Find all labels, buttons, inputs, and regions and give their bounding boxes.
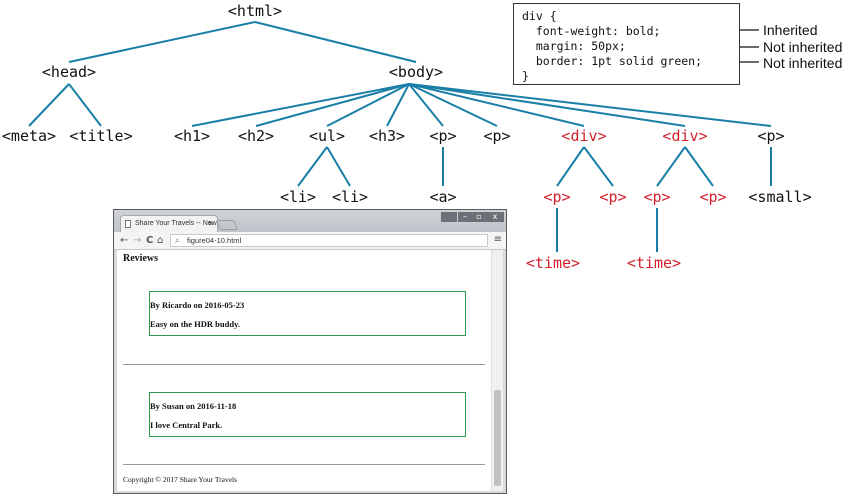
tree-edge: [408, 83, 585, 127]
code-line: font-weight: bold;: [522, 24, 661, 38]
node-li: <li>: [332, 188, 368, 206]
node-p: <p>: [599, 188, 626, 206]
review-box: By Susan on 2016-11-18 I love Central Pa…: [149, 392, 466, 437]
tree-edge: [297, 146, 328, 187]
tree-edge: [408, 83, 498, 127]
node-meta: <meta>: [2, 127, 56, 145]
browser-tab[interactable]: Share Your Travels -- New ×: [120, 215, 218, 232]
node-ul: <ul>: [309, 127, 345, 145]
node-p: <p>: [483, 127, 510, 145]
browser-toolbar: ← → C ⌂ ⌕ figure04-10.html ≡: [114, 232, 506, 250]
tree-edge: [583, 146, 614, 187]
page-icon: [125, 220, 131, 228]
tree-edge: [408, 83, 772, 127]
node-title: <title>: [69, 127, 132, 145]
tree-edge: [68, 83, 102, 127]
node-body: <body>: [389, 63, 443, 81]
node-div: <div>: [662, 127, 707, 145]
back-icon[interactable]: ←: [120, 235, 129, 246]
reload-icon[interactable]: C: [146, 235, 154, 246]
review-text: Easy on the HDR buddy.: [150, 319, 240, 329]
new-tab-button[interactable]: [216, 220, 238, 230]
browser-window: Share Your Travels -- New × – ▫ x ← → C …: [113, 209, 507, 494]
node-h3: <h3>: [369, 127, 405, 145]
address-text: figure04-10.html: [187, 236, 242, 245]
code-line: border: 1pt solid green;: [522, 54, 703, 68]
maximize-icon[interactable]: ▫: [472, 212, 486, 222]
code-line: div {: [522, 9, 557, 23]
css-code-box: div { font-weight: bold; margin: 50px; b…: [513, 3, 740, 85]
tree-edges: [28, 21, 772, 252]
divider: [123, 464, 485, 465]
tree-edge: [656, 146, 686, 187]
browser-titlebar: Share Your Travels -- New × – ▫ x: [114, 210, 506, 232]
node-div: <div>: [561, 127, 606, 145]
tree-edge: [68, 21, 256, 63]
node-p: <p>: [429, 127, 456, 145]
scrollbar-thumb[interactable]: [494, 390, 501, 486]
node-h1: <h1>: [174, 127, 210, 145]
address-bar[interactable]: ⌕ figure04-10.html: [170, 234, 488, 247]
tree-edge: [408, 83, 444, 127]
node-li: <li>: [280, 188, 316, 206]
annotation-not-inherited: Not inherited: [763, 39, 843, 55]
node-h2: <h2>: [238, 127, 274, 145]
close-window-icon[interactable]: x: [486, 212, 504, 222]
node-a: <a>: [429, 188, 456, 206]
node-p: <p>: [699, 188, 726, 206]
code-line: }: [522, 69, 529, 83]
user-icon[interactable]: [441, 212, 457, 222]
tree-edge: [326, 146, 351, 187]
node-time: <time>: [627, 254, 681, 272]
tree-edge: [386, 83, 410, 127]
review-author: By Susan on 2016-11-18: [150, 401, 237, 411]
home-icon[interactable]: ⌂: [157, 235, 164, 246]
review-text: I love Central Park.: [150, 420, 223, 430]
page-heading: Reviews: [123, 253, 158, 264]
minimize-icon[interactable]: –: [458, 212, 472, 222]
tree-edge: [191, 83, 410, 127]
menu-icon[interactable]: ≡: [493, 234, 502, 245]
tree-edge: [255, 83, 410, 127]
code-line: margin: 50px;: [522, 39, 626, 53]
tree-edge: [408, 83, 686, 127]
tab-title: Share Your Travels -- New: [135, 220, 217, 227]
node-html: <html>: [228, 2, 282, 20]
close-tab-icon[interactable]: ×: [208, 219, 213, 228]
node-small: <small>: [748, 188, 811, 206]
annotation-inherited: Inherited: [763, 22, 818, 38]
tree-edge: [556, 146, 585, 187]
tree-edge: [28, 83, 70, 127]
tree-edge: [684, 146, 714, 187]
tree-edge: [326, 83, 410, 127]
tree-edge: [254, 21, 417, 63]
forward-icon[interactable]: →: [133, 235, 142, 246]
review-author: By Ricardo on 2016-05-23: [150, 300, 245, 310]
node-p: <p>: [543, 188, 570, 206]
search-icon: ⌕: [175, 236, 180, 245]
annotation-not-inherited: Not inherited: [763, 55, 843, 71]
divider: [123, 364, 485, 365]
node-p: <p>: [643, 188, 670, 206]
browser-viewport: Reviews By Ricardo on 2016-05-23 Easy on…: [117, 250, 491, 491]
node-p: <p>: [757, 127, 784, 145]
node-head: <head>: [42, 63, 96, 81]
review-box: By Ricardo on 2016-05-23 Easy on the HDR…: [149, 291, 466, 336]
copyright-text: Copyright © 2017 Share Your Travels: [123, 475, 238, 484]
node-time: <time>: [526, 254, 580, 272]
scrollbar[interactable]: [491, 250, 503, 491]
